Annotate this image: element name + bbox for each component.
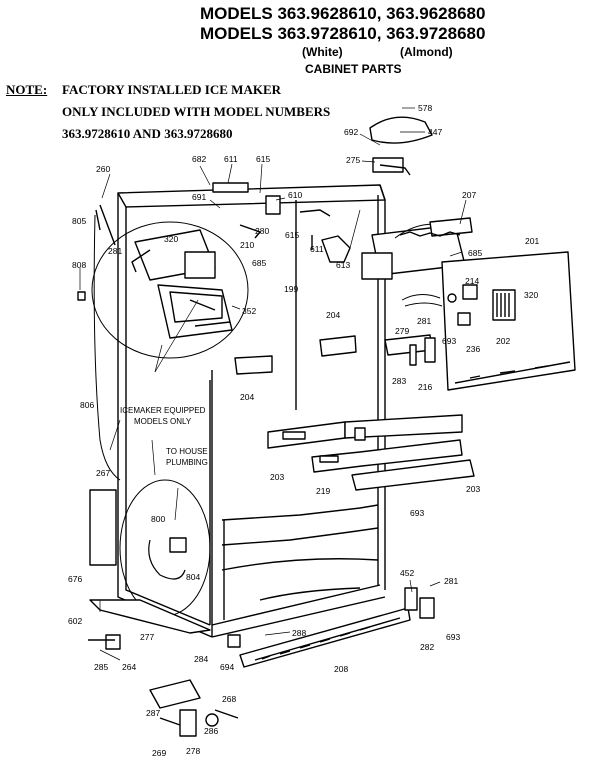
part-label: 805 xyxy=(72,216,86,226)
part-label: 692 xyxy=(344,127,358,137)
part-label: 693 xyxy=(410,508,424,518)
part-label: 202 xyxy=(496,336,510,346)
icemaker-callout-line-2: MODELS ONLY xyxy=(134,417,192,426)
part-label: 281 xyxy=(417,316,431,326)
icemaker-assembly xyxy=(131,229,233,339)
part-label: 447 xyxy=(428,127,442,137)
part-label: 285 xyxy=(94,662,108,672)
models-line-1: MODELS 363.9628610, 363.9628680 xyxy=(200,4,486,23)
part-label: 214 xyxy=(465,276,479,286)
part-label: 260 xyxy=(96,164,110,174)
part-label: 203 xyxy=(466,484,480,494)
part-label: 615 xyxy=(285,230,299,240)
color-almond-label: (Almond) xyxy=(400,45,453,59)
part-label: 611 xyxy=(310,244,324,254)
part-label: 269 xyxy=(152,748,166,758)
models-line-2: MODELS 363.9728610, 363.9728680 xyxy=(200,24,486,43)
note-line-3: 363.9728610 AND 363.9728680 xyxy=(62,126,233,141)
part-label: 207 xyxy=(462,190,476,200)
part-label: 278 xyxy=(186,746,200,756)
section-title: CABINET PARTS xyxy=(305,62,402,76)
plumbing-callout-line-1: TO HOUSE xyxy=(166,447,208,456)
note-keyword: NOTE: xyxy=(6,82,48,97)
part-label: 281 xyxy=(108,246,122,256)
part-label: 352 xyxy=(242,306,256,316)
part-label: 682 xyxy=(192,154,206,164)
part-label: 267 xyxy=(96,468,110,478)
part-label: 199 xyxy=(284,284,298,294)
part-label: 275 xyxy=(346,155,360,165)
part-label: 208 xyxy=(334,664,348,674)
part-label: 685 xyxy=(252,258,266,268)
part-label: 602 xyxy=(68,616,82,626)
icemaker-callout-line-1: ICEMAKER EQUIPPED xyxy=(120,406,206,415)
part-label: 804 xyxy=(186,572,200,582)
part-label: 694 xyxy=(220,662,234,672)
part-label: 288 xyxy=(292,628,306,638)
bottom-grille xyxy=(239,607,411,668)
part-label: 280 xyxy=(255,226,269,236)
part-label: 281 xyxy=(444,576,458,586)
part-label: 219 xyxy=(316,486,330,496)
part-label: 264 xyxy=(122,662,136,672)
part-label: 286 xyxy=(204,726,218,736)
part-label: 806 xyxy=(80,400,94,410)
back-panel xyxy=(441,251,576,391)
part-label: 203 xyxy=(270,472,284,482)
part-label: 610 xyxy=(288,190,302,200)
part-label: 320 xyxy=(524,290,538,300)
part-label: 204 xyxy=(326,310,340,320)
part-label: 615 xyxy=(256,154,270,164)
part-label: 693 xyxy=(442,336,456,346)
part-label: 282 xyxy=(420,642,434,652)
part-label: 613 xyxy=(336,260,350,270)
part-label: 279 xyxy=(395,326,409,336)
part-label: 284 xyxy=(194,654,208,664)
part-label: 320 xyxy=(164,234,178,244)
part-label: 204 xyxy=(240,392,254,402)
plumbing-callout-line-2: PLUMBING xyxy=(166,458,208,467)
part-label: 578 xyxy=(418,103,432,113)
part-label: 216 xyxy=(418,382,432,392)
part-label: 201 xyxy=(525,236,539,246)
part-label: 800 xyxy=(151,514,165,524)
part-label: 452 xyxy=(400,568,414,578)
part-label: 693 xyxy=(446,632,460,642)
part-label: 691 xyxy=(192,192,206,202)
part-label: 268 xyxy=(222,694,236,704)
color-white-label: (White) xyxy=(302,45,343,59)
note-line-1: FACTORY INSTALLED ICE MAKER xyxy=(62,82,282,97)
part-label: 808 xyxy=(72,260,86,270)
part-label: 210 xyxy=(240,240,254,250)
part-number-labels: 578 447 692 275 207 682 611 615 691 610 … xyxy=(68,103,539,758)
note-line-2: ONLY INCLUDED WITH MODEL NUMBERS xyxy=(62,104,331,119)
part-label: 685 xyxy=(468,248,482,258)
part-label: 236 xyxy=(466,344,480,354)
part-label: 277 xyxy=(140,632,154,642)
part-label: 676 xyxy=(68,574,82,584)
part-label: 611 xyxy=(224,154,238,164)
part-label: 283 xyxy=(392,376,406,386)
part-label: 287 xyxy=(146,708,160,718)
